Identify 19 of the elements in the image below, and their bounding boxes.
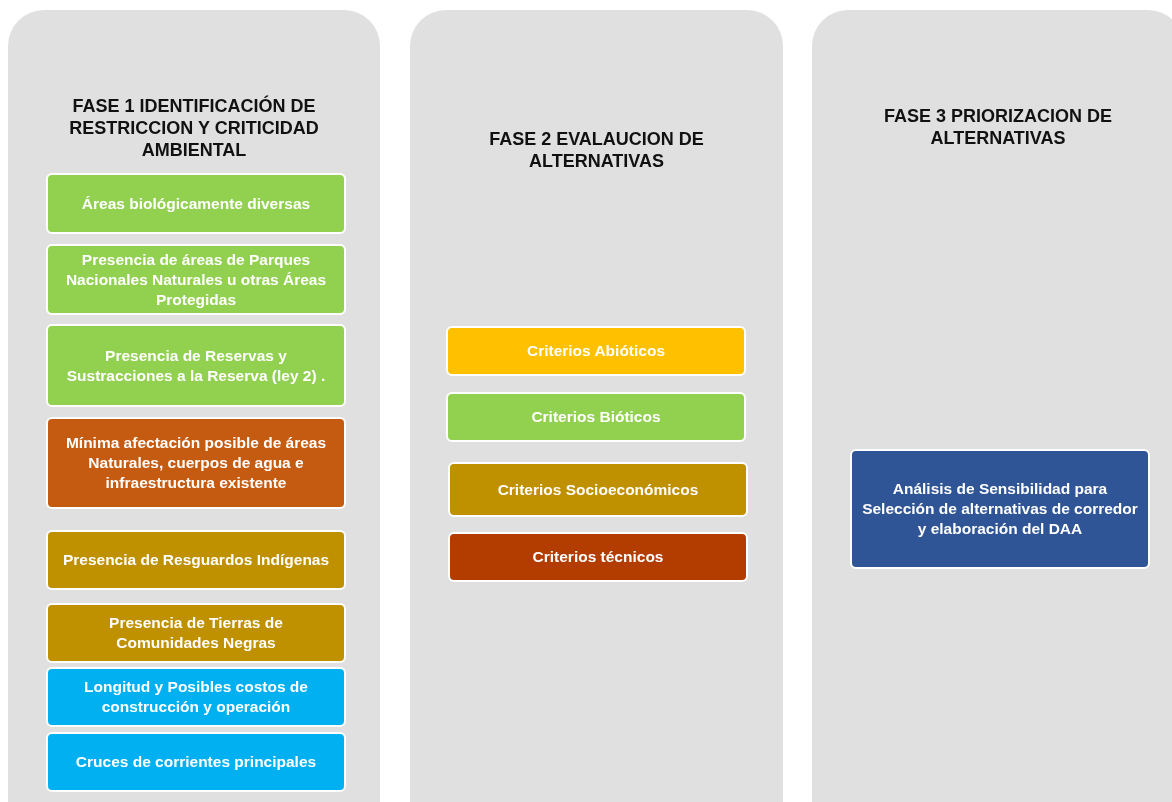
phase-panel [8, 10, 380, 802]
criterion-box: Criterios Bióticos [446, 392, 746, 442]
criterion-box: Criterios técnicos [448, 532, 748, 582]
criterion-box: Presencia de Reservas y Sustracciones a la Reserva (ley 2) . [46, 324, 346, 407]
criterion-box: Longitud y Posibles costos de construcción y operación [46, 667, 346, 727]
criterion-box: Cruces de corrientes principales [46, 732, 346, 792]
criterion-box: Criterios Socioeconómicos [448, 462, 748, 517]
criterion-box: Presencia de Resguardos Indígenas [46, 530, 346, 590]
criterion-box: Mínima afectación posible de áreas Naturales, cuerpos de agua e infraestructura existente [46, 417, 346, 509]
criterion-box: Criterios Abióticos [446, 326, 746, 376]
phase-title: FASE 3 PRIORIZACION DE ALTERNATIVAS [882, 105, 1113, 149]
criterion-box: Presencia de Tierras de Comunidades Negras [46, 603, 346, 663]
criterion-box: Análisis de Sensibilidad para Selección de alternativas de corredor y elaboración del DAA [850, 449, 1150, 569]
phase-title: FASE 1 IDENTIFICACIÓN DE RESTRICCION Y CRITICIDAD AMBIENTAL [68, 95, 320, 161]
phase-title: FASE 2 EVALAUCION DE ALTERNATIVAS [488, 128, 705, 172]
criterion-box: Presencia de áreas de Parques Nacionales Naturales u otras Áreas Protegidas [46, 244, 346, 315]
criterion-box: Áreas biológicamente diversas [46, 173, 346, 234]
phase-panel [410, 10, 783, 802]
phase-panel [812, 10, 1172, 802]
